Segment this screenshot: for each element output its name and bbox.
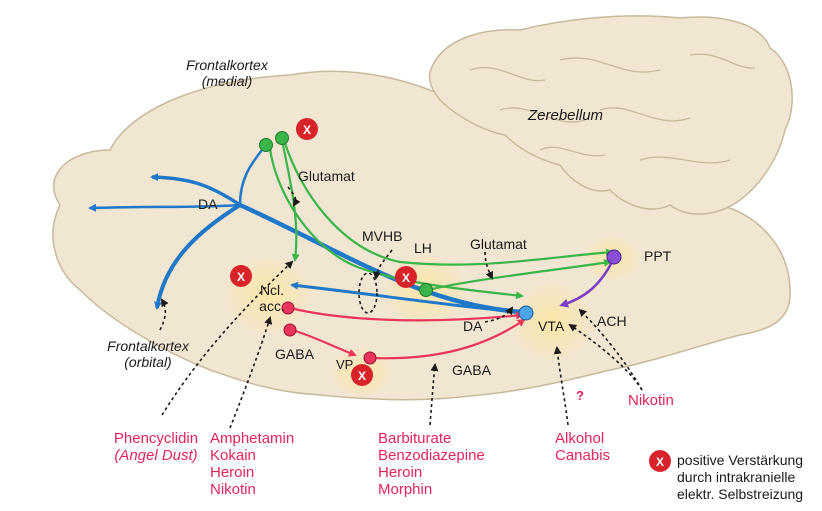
- legend-line-2: durch intrakranielle: [677, 469, 803, 486]
- drug-group-alcohol: Alkohol Canabis: [555, 430, 610, 464]
- svg-text:X: X: [402, 271, 410, 285]
- label-da-left: DA: [198, 196, 217, 212]
- label-nacc: Ncl. acc.: [255, 282, 289, 314]
- label-gaba-left: GABA: [275, 346, 314, 362]
- label-ppt: PPT: [644, 248, 671, 264]
- label-nacc-line1: Ncl.: [255, 282, 289, 298]
- label-mvhb: MVHB: [362, 228, 402, 244]
- label-frontal-orbital-line1: Frontalkortex: [103, 338, 193, 354]
- drug-amphetamin: Amphetamin: [210, 430, 294, 447]
- label-ach: ACH: [597, 313, 627, 329]
- drug-heroin-1: Heroin: [210, 464, 294, 481]
- label-frontal-medial: Frontalkortex (medial): [182, 57, 272, 89]
- self-stimulation-marker-nacc: X: [230, 265, 252, 287]
- cortex-neuron-1: [260, 139, 273, 152]
- label-vta: VTA: [538, 318, 564, 334]
- drug-barbiturate: Barbiturate: [378, 430, 485, 447]
- svg-text:X: X: [656, 455, 664, 469]
- nacc-neuron-2: [284, 324, 296, 336]
- drug-nikotin: Nikotin: [628, 392, 674, 409]
- label-da-mid: DA: [463, 318, 482, 334]
- label-glutamat-top: Glutamat: [298, 168, 355, 184]
- svg-text:X: X: [358, 369, 366, 383]
- drug-pcp: Phencyclidin (Angel Dust): [92, 430, 220, 464]
- self-stimulation-marker-vp: X: [351, 364, 373, 386]
- drug-nikotin-1: Nikotin: [210, 481, 294, 498]
- drug-canabis: Canabis: [555, 447, 610, 464]
- drug-morphin: Morphin: [378, 481, 485, 498]
- legend-marker: X: [649, 450, 671, 472]
- label-frontal-medial-line1: Frontalkortex: [182, 57, 272, 73]
- lh-neuron: [420, 284, 433, 297]
- label-frontal-orbital: Frontalkortex (orbital): [103, 338, 193, 370]
- vp-neuron: [364, 352, 376, 364]
- self-stimulation-marker-lh: X: [395, 266, 417, 288]
- label-frontal-orbital-line2: (orbital): [103, 354, 193, 370]
- self-stimulation-marker-cortex: X: [296, 118, 318, 140]
- drug-alkohol: Alkohol: [555, 430, 610, 447]
- ppt-neuron: [607, 250, 621, 264]
- drug-kokain: Kokain: [210, 447, 294, 464]
- vta-neuron: [519, 306, 533, 320]
- drug-pcp-name: Phencyclidin: [92, 430, 220, 447]
- legend-line-3: elektr. Selbstreizung: [677, 486, 803, 503]
- label-gaba-mid: GABA: [452, 362, 491, 378]
- label-cerebellum: Zerebellum: [528, 108, 603, 124]
- label-frontal-medial-line2: (medial): [182, 73, 272, 89]
- svg-text:X: X: [303, 123, 311, 137]
- legend-text: positive Verstärkung durch intrakraniell…: [677, 452, 803, 503]
- label-nacc-line2: acc.: [255, 298, 289, 314]
- drug-pcp-alias: (Angel Dust): [92, 447, 220, 464]
- question-mark: ?: [576, 387, 584, 404]
- cortex-neuron-2: [276, 132, 289, 145]
- label-vp: VP: [336, 357, 353, 373]
- legend-line-1: positive Verstärkung: [677, 452, 803, 469]
- drug-group-gaba: Barbiturate Benzodiazepine Heroin Morphi…: [378, 430, 485, 498]
- svg-text:X: X: [237, 270, 245, 284]
- drug-group-nacc: Amphetamin Kokain Heroin Nikotin: [210, 430, 294, 498]
- label-glutamat-mid: Glutamat: [470, 236, 527, 252]
- drug-benzodiazepine: Benzodiazepine: [378, 447, 485, 464]
- drug-heroin-2: Heroin: [378, 464, 485, 481]
- label-lh: LH: [414, 240, 432, 256]
